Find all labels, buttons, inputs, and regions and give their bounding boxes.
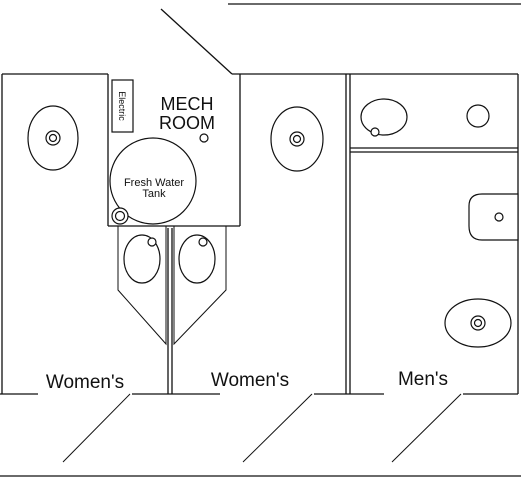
womens-room-label: Women's xyxy=(46,372,124,393)
toilet-icon xyxy=(123,234,161,284)
electric-label: Electric xyxy=(117,91,127,121)
water-tank xyxy=(109,137,197,225)
stall-partitions xyxy=(117,226,227,346)
womens-room-label: Women's xyxy=(211,370,289,391)
drain-icon xyxy=(48,133,58,143)
mech-room-label-line2: ROOM xyxy=(159,113,215,133)
urinal-icon xyxy=(468,193,519,241)
floor-drain-icon xyxy=(466,104,490,128)
electric-panel xyxy=(111,79,134,133)
drain-icon xyxy=(292,134,302,144)
drain-icon xyxy=(370,127,380,137)
drain-icon xyxy=(494,212,504,222)
door-swing xyxy=(62,393,131,463)
walls xyxy=(0,3,521,477)
door-swing xyxy=(242,393,313,463)
tank-label-line1: Fresh Water xyxy=(124,177,184,189)
drain-icon xyxy=(147,237,157,247)
door-swing xyxy=(391,393,462,463)
mens-room-label: Men's xyxy=(398,369,448,390)
pipe-fitting xyxy=(114,210,126,222)
sink-icon xyxy=(360,98,408,136)
tank-label-line2: Tank xyxy=(142,188,166,200)
floor-drain-icon xyxy=(199,133,209,143)
drain-icon xyxy=(473,318,483,328)
mech-room-label-line1: MECH xyxy=(161,94,214,114)
toilet-icon xyxy=(178,234,216,284)
drain-icon xyxy=(198,237,208,247)
